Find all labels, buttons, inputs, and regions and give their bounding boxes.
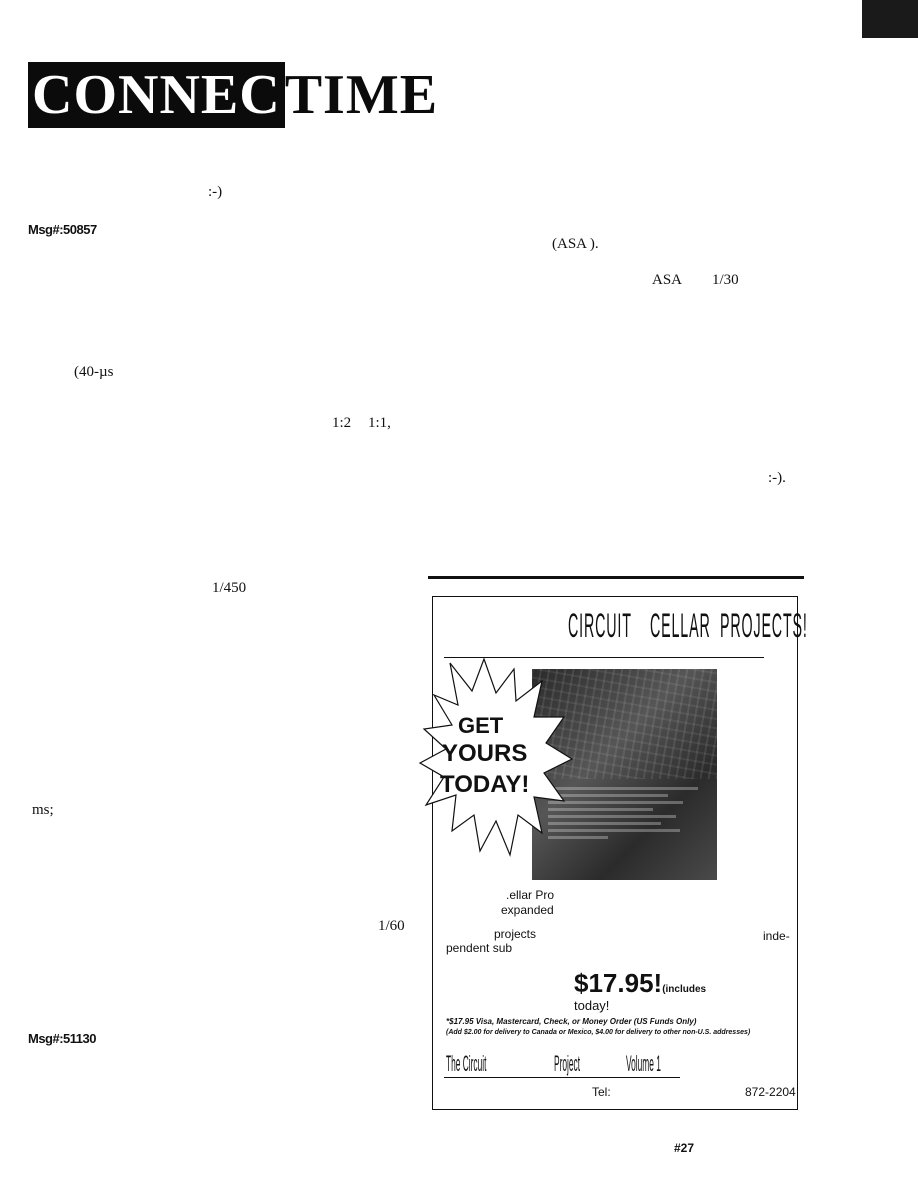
- masthead-inverted: CONNEC: [28, 62, 285, 128]
- page-number: #27: [674, 1141, 695, 1155]
- ad-tel-label: Tel:: [592, 1085, 611, 1099]
- rise-time-text: (40-µs: [74, 364, 114, 380]
- ad-body-text: inde-: [763, 929, 790, 943]
- burst-text: GET: [458, 713, 504, 738]
- ad-title-word: PROJECTS!: [720, 607, 808, 645]
- fraction-text: 1/30: [712, 272, 739, 288]
- fraction-text: 1/60: [378, 918, 405, 934]
- message-number: Msg#:51130: [28, 1031, 97, 1046]
- ratio-text: 1:1,: [368, 415, 391, 431]
- ad-body-text: expanded: [501, 903, 554, 917]
- asa-text: (ASA ).: [552, 236, 599, 252]
- advertisement-title-rule: [444, 657, 764, 658]
- ad-body-text: today!: [574, 998, 610, 1013]
- ad-delivery-line: (Add $2.00 for delivery to Canada or Mex…: [446, 1029, 751, 1036]
- ad-price: $17.95!(includes: [574, 968, 707, 998]
- ad-tel-number: 872-2204: [745, 1085, 796, 1099]
- fraction-text: 1/450: [212, 580, 247, 596]
- advertisement-top-rule: [428, 576, 804, 579]
- burst-text: YOURS: [442, 740, 528, 767]
- starburst-shape: [418, 657, 574, 858]
- advertisement-divider: [432, 596, 433, 658]
- ad-body-text: pendent sub: [446, 941, 513, 955]
- smiley-text: :-).: [768, 470, 786, 486]
- advertisement-footer-rule: [444, 1077, 680, 1078]
- asa-text: ASA: [652, 272, 683, 288]
- burst-text: TODAY!: [440, 771, 530, 798]
- ad-footer-word: Volume 1: [626, 1051, 661, 1076]
- ad-body-text: projects: [494, 927, 537, 941]
- ad-title-word: CELLAR: [650, 607, 711, 645]
- ad-footer-word: Project: [554, 1051, 581, 1076]
- ratio-text: 1:2: [332, 415, 352, 431]
- smiley-text: :-): [208, 184, 223, 200]
- price-note: (includes: [662, 984, 707, 995]
- masthead-plain: TIME: [284, 64, 439, 126]
- ad-title-word: CIRCUIT: [568, 607, 632, 645]
- unit-text: ms;: [32, 802, 54, 818]
- ad-body-text: .ellar Pro: [506, 888, 555, 902]
- message-number: Msg#:50857: [28, 222, 97, 237]
- advertisement-box: [432, 596, 798, 1110]
- ad-footer-word: The Circuit: [446, 1051, 487, 1076]
- ad-payment-line: *$17.95 Visa, Mastercard, Check, or Mone…: [446, 1017, 697, 1026]
- corner-mark: [862, 0, 918, 38]
